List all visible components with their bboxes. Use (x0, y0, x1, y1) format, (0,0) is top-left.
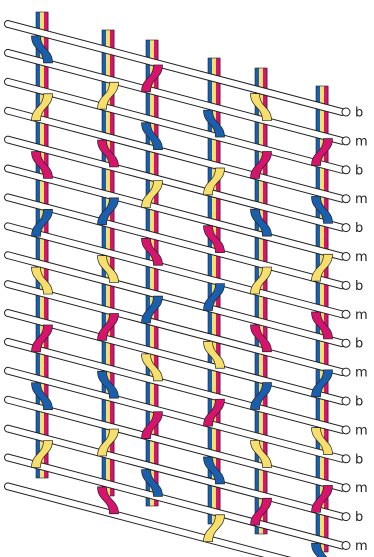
rod-label: m (355, 192, 368, 207)
rod-label: b (355, 395, 363, 410)
rod (5, 483, 351, 557)
rod-end (342, 166, 350, 174)
rod-end (342, 368, 350, 376)
rod-end (342, 339, 350, 347)
rod-label: b (355, 163, 363, 178)
rod-label: m (355, 250, 368, 265)
rod-labels: bmbmbmbmbmbmbmbmb (355, 106, 368, 557)
rod-label: m (355, 308, 368, 323)
rod-label: m (355, 539, 368, 554)
rod-end (342, 426, 350, 434)
rod-end (342, 224, 350, 232)
rod-end (342, 542, 350, 550)
rod-end (342, 195, 350, 203)
rod-label: b (355, 106, 363, 121)
rod-end (342, 108, 350, 116)
rod-label: m (355, 366, 368, 381)
rod-body (5, 483, 346, 557)
rod-end (342, 455, 350, 463)
rod-label: b (355, 221, 363, 236)
rod-end (342, 281, 350, 289)
rod-label: b (355, 279, 363, 294)
rod-label: b (355, 337, 363, 352)
rod-end (342, 484, 350, 492)
rod-label: b (355, 510, 363, 525)
rod-label: m (355, 134, 368, 149)
rod-label: m (355, 481, 368, 496)
rod-end (342, 253, 350, 261)
rod-end (342, 310, 350, 318)
rod-label: m (355, 423, 368, 438)
rod-label: b (355, 452, 363, 467)
rod-end (342, 397, 350, 405)
rod-end (342, 137, 350, 145)
rod-end (342, 513, 350, 521)
rod-layer (4, 21, 350, 557)
